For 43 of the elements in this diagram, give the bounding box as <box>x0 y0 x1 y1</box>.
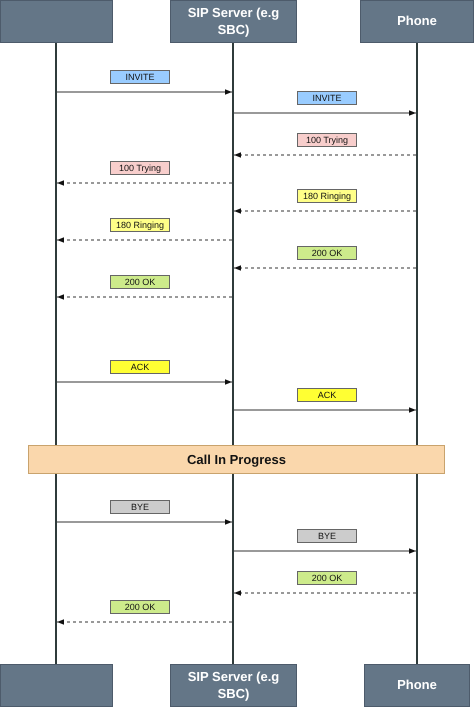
message-arrow <box>56 519 232 525</box>
participant-name: Phone <box>397 677 437 694</box>
message-arrow <box>234 407 416 413</box>
message-label: 200 OK <box>110 600 170 614</box>
participant-box <box>170 0 297 43</box>
message-label: BYE <box>110 500 170 514</box>
message-arrow <box>234 152 416 158</box>
message-arrow <box>56 619 232 625</box>
message-arrow <box>234 590 416 596</box>
participant-box <box>0 664 113 707</box>
message-label: INVITE <box>110 70 170 84</box>
message-label: 200 OK <box>297 246 357 260</box>
message-label: ACK <box>110 360 170 374</box>
participant-name: SIP Server (e.g SBC) <box>186 669 280 702</box>
message-label: 180 Ringing <box>110 218 170 232</box>
participant-name: Phone <box>397 13 437 30</box>
message-arrow <box>56 237 232 243</box>
message-label: BYE <box>297 529 357 543</box>
participant-name: SIP Server (e.g SBC) <box>186 5 280 38</box>
phase-label: Call In Progress <box>187 452 286 467</box>
phase-band <box>28 445 445 474</box>
lifeline <box>416 43 418 664</box>
message-arrow <box>56 379 232 385</box>
participant-box <box>360 0 474 43</box>
lifeline <box>232 43 234 664</box>
message-label: 200 OK <box>297 571 357 585</box>
message-label: 200 OK <box>110 275 170 289</box>
message-arrow <box>56 294 232 300</box>
message-arrow <box>234 208 416 214</box>
participant-box <box>0 0 113 43</box>
message-arrow <box>56 180 232 186</box>
message-label: 180 Ringing <box>297 189 357 203</box>
message-label: ACK <box>297 388 357 402</box>
message-label: INVITE <box>297 91 357 105</box>
message-arrow <box>56 89 232 95</box>
participant-box <box>170 664 297 707</box>
message-arrow <box>234 548 416 554</box>
message-arrow <box>234 265 416 271</box>
participant-box <box>364 664 470 707</box>
message-arrow <box>234 110 416 116</box>
lifeline <box>55 43 57 664</box>
message-label: 100 Trying <box>110 161 170 175</box>
message-label: 100 Trying <box>297 133 357 147</box>
